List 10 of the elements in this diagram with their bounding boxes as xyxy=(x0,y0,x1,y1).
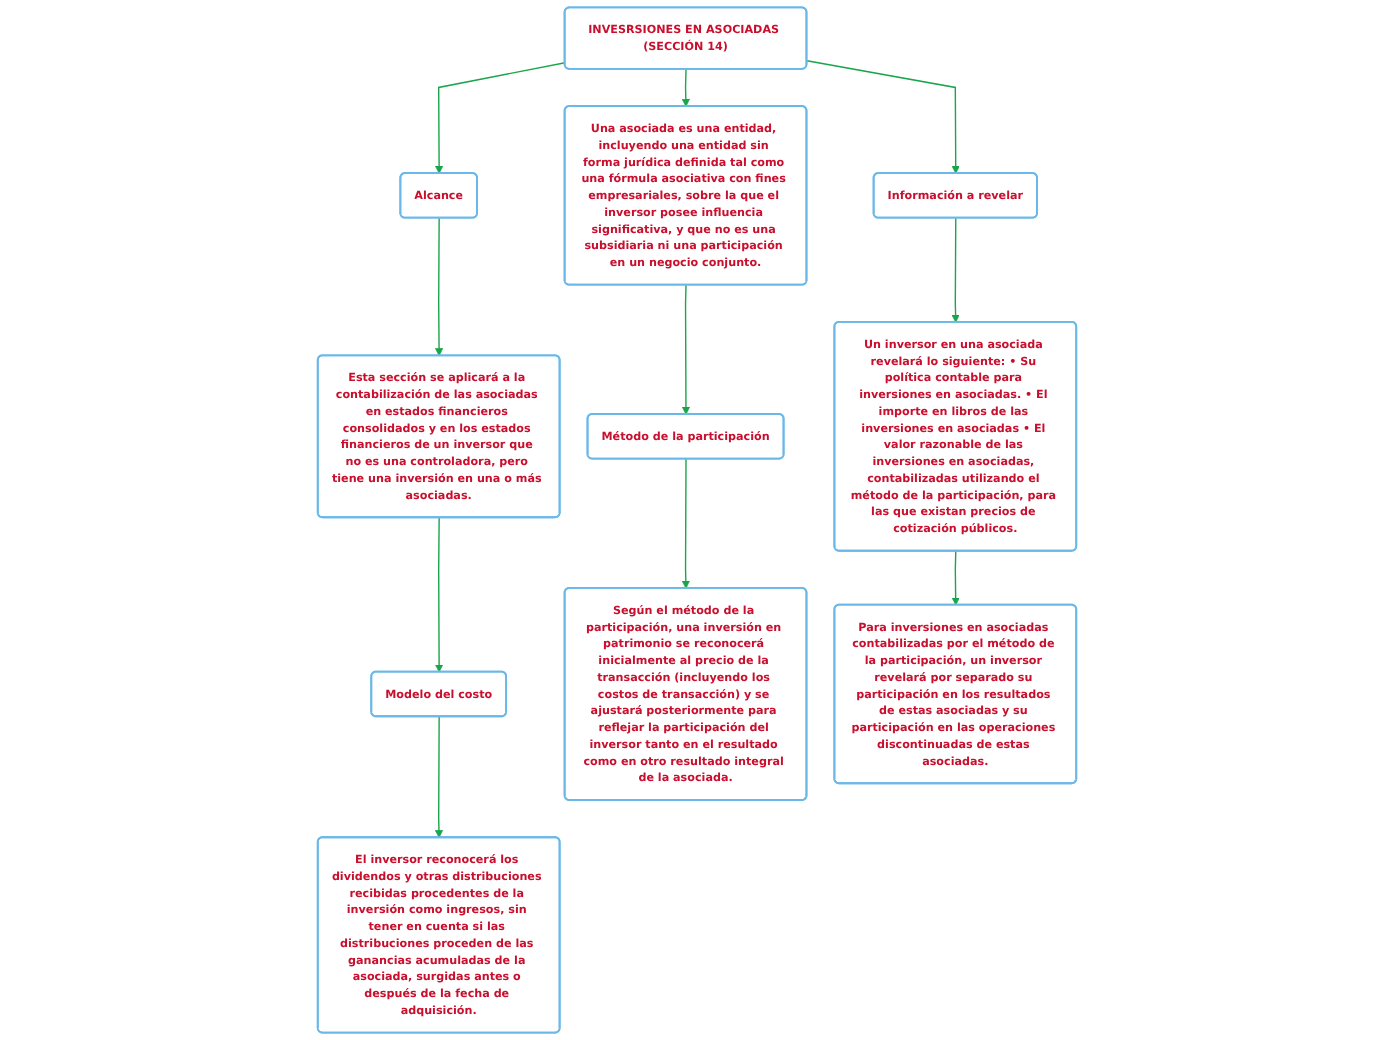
arrow xyxy=(806,60,960,174)
arrow xyxy=(951,550,960,606)
arrow xyxy=(435,62,566,174)
arrow xyxy=(951,217,960,323)
arrow xyxy=(681,284,691,415)
arrow xyxy=(435,217,444,357)
arrow xyxy=(681,68,690,107)
arrow xyxy=(681,458,690,589)
arrow xyxy=(435,516,444,673)
arrow xyxy=(434,716,444,839)
